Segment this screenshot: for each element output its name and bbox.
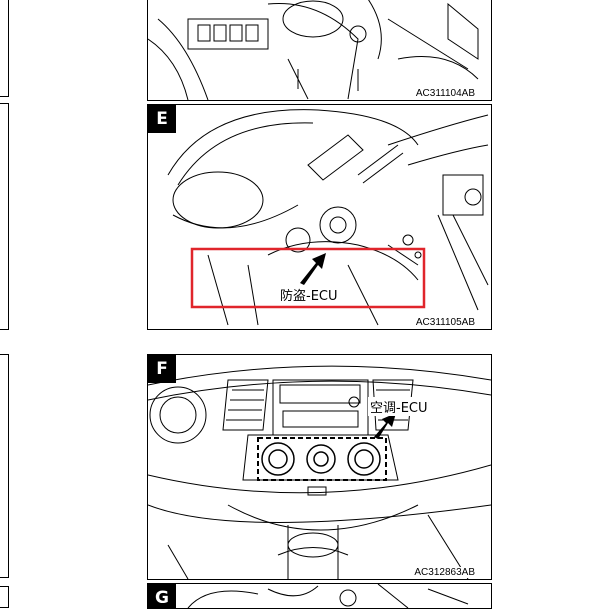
adjacent-page-edge-top [0, 0, 9, 97]
ecu-highlight-box [190, 247, 426, 309]
ac-ecu-pointer-arrow [374, 413, 396, 439]
adjacent-page-edge-lower [0, 354, 9, 578]
figure-panel-f: F 空调-ECU AC312863AB [147, 354, 492, 580]
figure-drawing-next [187, 584, 469, 608]
figure-panel-g: G [147, 583, 492, 609]
adjacent-page-edge-bottom [0, 586, 9, 608]
figure-label-g: G [148, 584, 176, 608]
figure-code-label: AC311105AB [413, 317, 477, 328]
ac-ecu-dashed-box [257, 437, 387, 481]
figure-panel-e: E 防盗-ECU AC311105AB [147, 104, 492, 330]
figure-drawing-center-console [148, 365, 491, 579]
figure-drawing-steering-wheel [167, 109, 489, 326]
figure-code-label: AC312863AB [412, 567, 477, 578]
figure-label-f: F [148, 355, 176, 383]
figure-panel-previous: AC311104AB [147, 0, 492, 101]
callout-ac-ecu: 空调-ECU [368, 397, 430, 416]
callout-immobilizer-ecu: 防盗-ECU [278, 285, 340, 304]
figure-label-e: E [148, 105, 176, 133]
figure-drawing-steering-column-lower [148, 0, 479, 100]
figure-code-label: AC311104AB [413, 88, 477, 99]
adjacent-page-edge-middle [0, 103, 9, 330]
ecu-pointer-arrow [300, 253, 326, 285]
